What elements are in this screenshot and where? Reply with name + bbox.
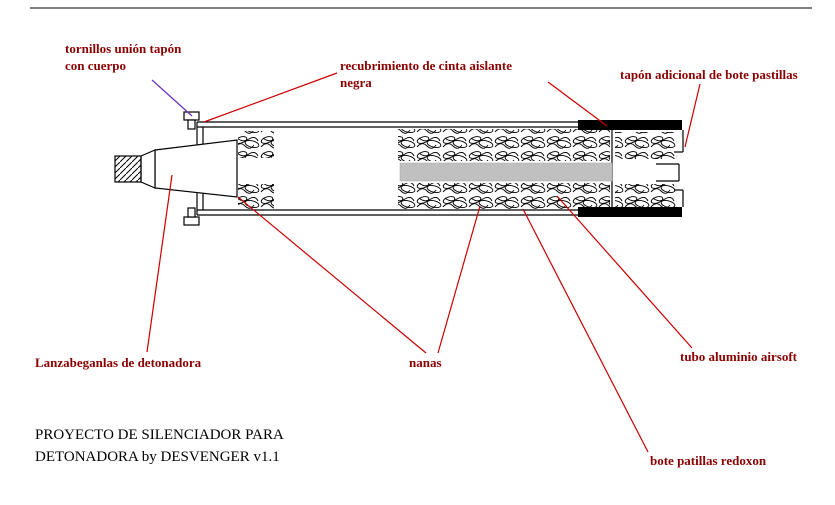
label-tubo-aluminio: tubo aluminio airsoft <box>680 348 797 365</box>
leader-nanas-1 <box>237 196 427 354</box>
tape-bar-bottom <box>578 207 682 217</box>
project-title-line2: DETONADORA by DESVENGER v1.1 <box>35 449 280 465</box>
label-recubrimiento-line2: negra <box>340 75 372 90</box>
inner-aluminium-tube <box>399 162 613 182</box>
leader-lines <box>146 72 701 453</box>
label-bote-patillas-text: bote patillas redoxon <box>650 453 767 468</box>
launcher-cone <box>114 139 238 198</box>
label-tapon-adicional-text: tapón adicional de bote pastillas <box>620 67 798 82</box>
leader-nanas-2 <box>437 205 481 354</box>
project-title-line1: PROYECTO DE SILENCIADOR PARA <box>35 427 284 443</box>
project-title: PROYECTO DE SILENCIADOR PARA DETONADORA … <box>35 424 284 468</box>
label-tornillos-line1: tornillos unión tapón <box>65 41 182 56</box>
label-tapon-adicional: tapón adicional de bote pastillas <box>620 66 798 83</box>
leader-lanzabeganlas <box>146 174 173 353</box>
label-lanzabeganlas: Lanzabeganlas de detonadora <box>35 354 201 371</box>
leader-tapon-adicional <box>684 83 701 148</box>
label-nanas-text: nanas <box>409 355 442 370</box>
label-nanas: nanas <box>409 354 442 371</box>
label-recubrimiento: recubrimiento de cinta aislante negra <box>340 57 512 91</box>
wadding-scribbles <box>238 129 677 210</box>
leader-recubrimiento-right <box>547 81 608 127</box>
label-tornillos-line2: con cuerpo <box>65 58 127 73</box>
label-recubrimiento-line1: recubrimiento de cinta aislante <box>340 58 512 73</box>
label-tubo-aluminio-text: tubo aluminio airsoft <box>680 349 798 364</box>
label-bote-patillas: bote patillas redoxon <box>650 452 766 469</box>
label-tornillos: tornillos unión tapón con cuerpo <box>65 40 181 74</box>
leader-tubo-aluminio <box>556 195 693 349</box>
label-lanzabeganlas-text: Lanzabeganlas de detonadora <box>35 355 202 370</box>
leader-recubrimiento-left <box>203 72 338 123</box>
leader-bote-patillas <box>522 208 649 453</box>
tape-bar-top <box>578 120 682 130</box>
leader-tornillos <box>151 79 193 117</box>
